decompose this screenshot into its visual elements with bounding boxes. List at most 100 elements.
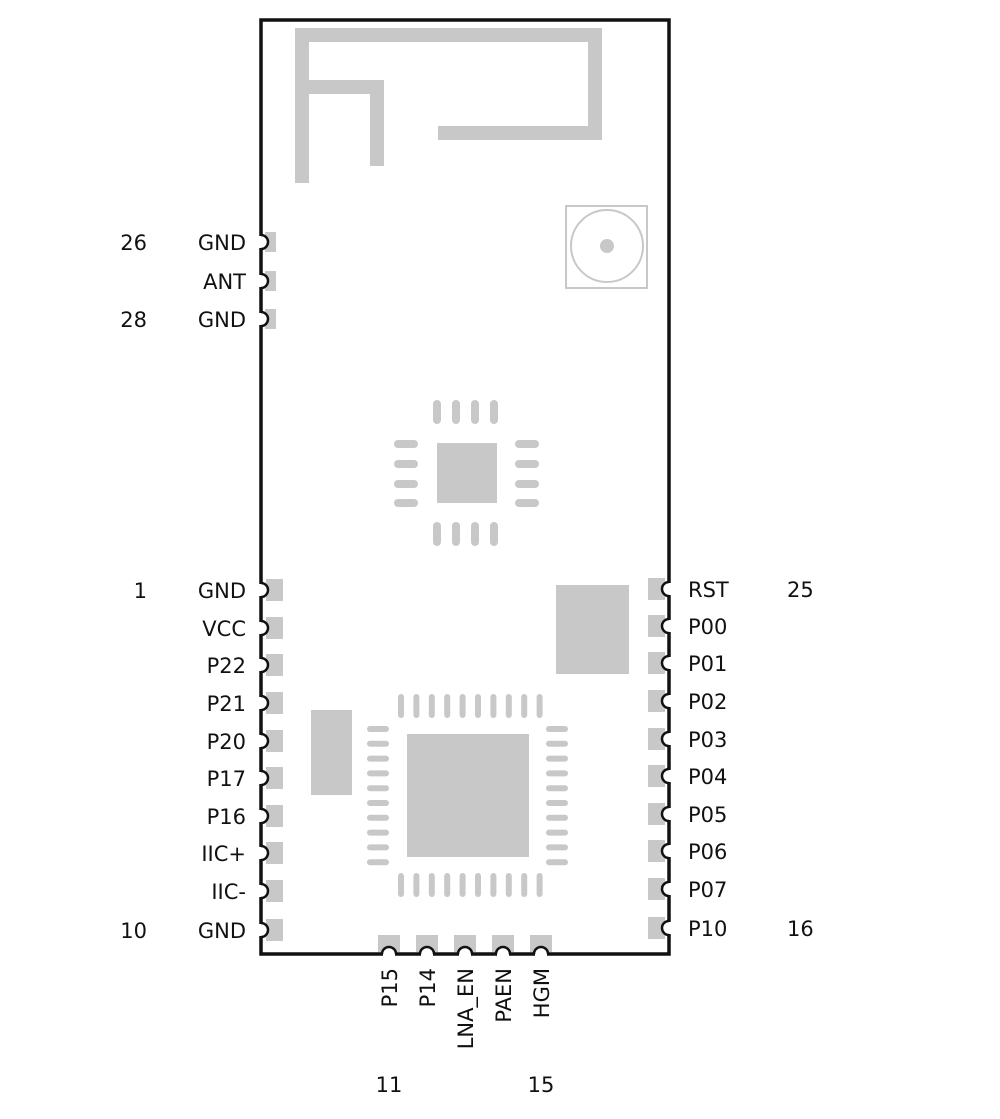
small-qfn-chip [394, 400, 539, 546]
pin-pad [454, 935, 476, 952]
pin-pad [266, 617, 283, 639]
pin-label: P05 [688, 803, 727, 827]
pin-number: 15 [528, 1073, 555, 1097]
chip-pin [490, 694, 497, 718]
pin-pad [648, 615, 665, 637]
chip-pin [394, 499, 418, 507]
pin-pad [648, 917, 665, 939]
pin-pad [492, 935, 514, 952]
pin-left-8: IIC+ [201, 842, 283, 866]
pin-pad [416, 935, 438, 952]
chip-pin [428, 873, 435, 897]
pcb-antenna-trace [295, 28, 602, 183]
pin-left-6: P17 [207, 767, 283, 791]
pin-number: 11 [376, 1073, 403, 1097]
pin-castellation-icon [260, 921, 270, 939]
pin-castellation-icon [260, 694, 270, 712]
main-soc-chip [367, 694, 568, 897]
pin-castellation-icon [494, 945, 512, 955]
pin-label: LNA_EN [454, 968, 479, 1049]
pin-label: GND [198, 308, 246, 332]
chip-pin [521, 873, 528, 897]
pin-castellation-icon [660, 767, 670, 785]
pin-label: P03 [688, 728, 727, 752]
chip-pin [505, 873, 512, 897]
pin-right-17: P07 [648, 878, 727, 902]
chip-pin [367, 726, 389, 732]
pin-pad [648, 578, 665, 600]
pin-castellation-icon [660, 580, 670, 598]
pin-pad [265, 232, 276, 252]
chip-pin [367, 800, 389, 806]
pin-label: GND [198, 579, 246, 603]
chip-pin [515, 480, 539, 488]
chip-pin [459, 694, 466, 718]
pin-pad [266, 880, 283, 902]
passive-component [311, 710, 352, 795]
pin-pad [266, 767, 283, 789]
pin-label: P00 [688, 615, 727, 639]
chip-pin [452, 400, 460, 424]
pin-pad [266, 579, 283, 601]
pin-label: P21 [207, 692, 246, 716]
chip-pin [546, 844, 568, 851]
pin-bottom-12: P14 [416, 935, 440, 1007]
pin-castellation-icon [660, 919, 670, 937]
pin-label: P02 [688, 690, 727, 714]
pin-pad [648, 652, 665, 674]
pin-label: PAEN [492, 968, 516, 1023]
chip-pin [367, 829, 389, 836]
pin-castellation-icon [260, 656, 270, 674]
pin-pad [648, 690, 665, 712]
chip-pin [367, 755, 389, 762]
pin-label: P22 [207, 654, 246, 678]
pin-label: P04 [688, 765, 727, 789]
pin-label: P01 [688, 652, 727, 676]
chip-pin [546, 859, 568, 866]
chip-pin [475, 873, 481, 897]
pin-right-21: P03 [648, 728, 727, 752]
chip-pin [546, 755, 568, 762]
chip-pin [521, 694, 528, 718]
pin-pad [266, 805, 283, 827]
pin-castellation-icon [660, 617, 670, 635]
chip-pin [536, 694, 543, 718]
pin-right-22: P02 [648, 690, 727, 714]
pin-pad [378, 935, 400, 952]
pin-left-2: VCC [202, 617, 283, 641]
chip-pin [515, 440, 539, 448]
pin-castellation-icon [260, 581, 270, 599]
chip-pin [413, 873, 420, 897]
pin-number: 26 [120, 231, 147, 255]
pin-castellation-icon [260, 310, 270, 328]
pin-pad [266, 919, 283, 941]
pin-label: RST [688, 578, 729, 602]
chip-pin [433, 400, 441, 424]
chip-pin [546, 740, 568, 747]
pin-label: GND [198, 919, 246, 943]
pin-left-3: P22 [207, 654, 283, 678]
pin-castellation-icon [380, 945, 398, 955]
pin-castellation-icon [660, 692, 670, 710]
chip-pin [433, 522, 441, 546]
pin-pad [265, 309, 276, 329]
chip-pin [471, 522, 479, 546]
chip-pin [490, 400, 498, 424]
pin-pad [648, 803, 665, 825]
pin-bottom-14: PAEN [492, 935, 516, 1023]
pin-pad [648, 878, 665, 900]
pin-pad [648, 840, 665, 862]
chip-pin [471, 400, 479, 424]
pin-label: VCC [202, 617, 246, 641]
chip-pin [490, 873, 497, 897]
pin-castellation-icon [660, 654, 670, 672]
chip-pin [505, 694, 512, 718]
pin-label: IIC- [211, 880, 246, 904]
chip-pin [459, 873, 466, 897]
chip-pin [394, 440, 418, 448]
pin-castellation-icon [660, 880, 670, 898]
pin-left-4: P21 [207, 692, 283, 716]
